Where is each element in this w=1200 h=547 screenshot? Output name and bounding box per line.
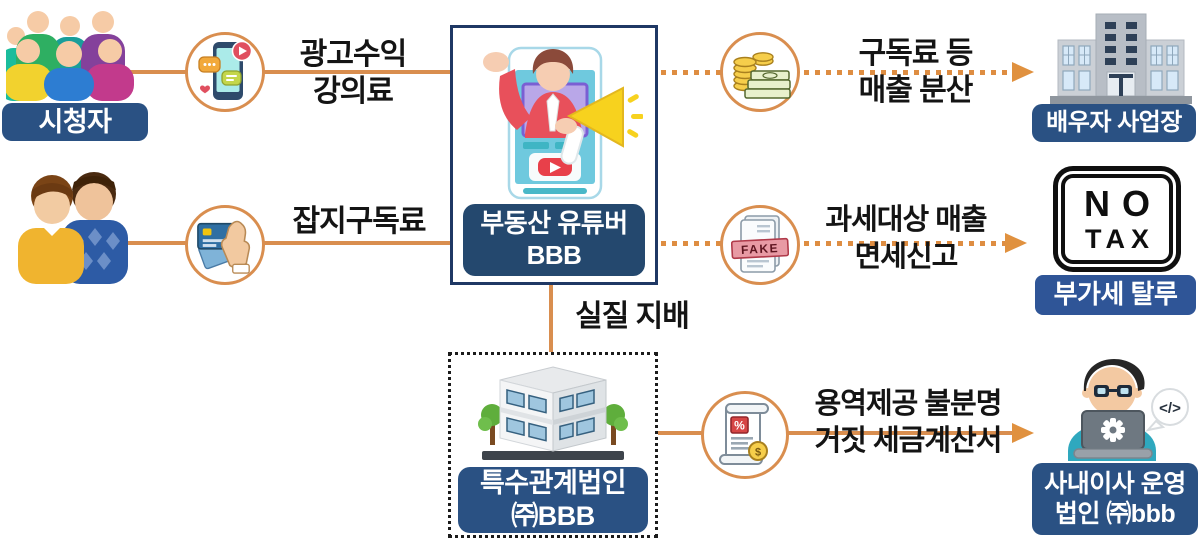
edge-caption-control: 실질 지배: [562, 298, 702, 335]
card-payment-icon: [197, 220, 251, 274]
credit-card-badge: [185, 205, 265, 285]
youtuber-label-line2: BBB: [526, 240, 582, 270]
fake-report-icon: FAKE: [731, 215, 789, 273]
office-building-icon: [1050, 13, 1192, 104]
exempt-report-line1: 과세대상 매출: [825, 204, 987, 236]
vat-evasion-node-label: 부가세 탈루: [1035, 275, 1196, 315]
related-corp-label-line1: 특수관계법인: [479, 468, 627, 499]
revenue-split-line1: 구독료 등: [858, 37, 974, 70]
director-corp-node-label: 사내이사 운영 법인 ㈜bbb: [1032, 463, 1198, 535]
magazine-line1: 잡지구독료: [292, 205, 427, 238]
arrowhead-to-spouse-business: [1012, 62, 1034, 82]
vat-evasion-label-text: 부가세 탈루: [1053, 279, 1178, 310]
exempt-report-line2: 면세신고: [854, 241, 959, 273]
edge-caption-revenue-split: 구독료 등 매출 분산: [818, 35, 1013, 109]
invoice-scroll-badge: % $: [701, 391, 789, 479]
no-tax-line1: NO: [1084, 182, 1162, 224]
smartphone-chat-icon: [198, 40, 253, 100]
money-badge: [720, 32, 800, 112]
tax-invoice-scroll-icon: % $: [719, 403, 769, 465]
revenue-split-line2: 매출 분산: [858, 74, 974, 107]
related-corp-label-line2: ㈜BBB: [511, 501, 595, 531]
phone-video-badge: [185, 32, 265, 112]
edge-caption-ad-revenue: 광고수익 강의료: [268, 36, 438, 110]
arrowhead-to-vat-evasion: [1005, 233, 1027, 253]
no-tax-line2: TAX: [1085, 223, 1155, 254]
spouse-business-label-text: 배우자 사업장: [1046, 109, 1182, 137]
dotted-line-youtuber-to-spouse: [661, 70, 1013, 75]
spouse-business-node-label: 배우자 사업장: [1032, 104, 1196, 142]
youtuber-node-label: 부동산 유튜버 BBB: [463, 204, 645, 276]
control-line1: 실질 지배: [575, 300, 690, 333]
line-corp-to-director-corp: [658, 431, 1014, 435]
youtuber-node-box: 부동산 유튜버 BBB: [450, 25, 658, 285]
line-youtuber-to-related-corp: [549, 285, 553, 353]
cash-coins-icon: [733, 52, 791, 99]
arrowhead-to-director-corp: [1012, 423, 1034, 443]
coder-at-laptop-icon: </>: [1068, 359, 1189, 461]
no-tax-stamp-icon: NO TAX: [1053, 166, 1181, 272]
dollar-text: $: [755, 447, 761, 459]
subscribers-duo-icon: [18, 172, 128, 284]
no-tax-inner-frame: NO TAX: [1061, 174, 1173, 264]
youtuber-label-line1: 부동산 유튜버: [480, 208, 628, 239]
line-viewers-to-youtuber: [126, 70, 452, 74]
edge-caption-magazine: 잡지구독료: [268, 203, 450, 240]
line-subscribers-to-youtuber: [128, 241, 452, 245]
ad-revenue-line2: 강의료: [313, 75, 394, 108]
false-invoice-line2: 거짓 세금계산서: [814, 425, 1003, 457]
dotted-line-youtuber-to-notax: [661, 241, 1006, 246]
corp-building-3d-icon: [478, 366, 628, 460]
director-corp-label-line1: 사내이사 운영: [1044, 469, 1186, 498]
edge-caption-false-invoice: 용역제공 불분명 거짓 세금계산서: [793, 386, 1023, 460]
percent-text: %: [734, 419, 745, 433]
fake-document-badge: FAKE: [720, 205, 800, 285]
youtuber-on-phone-icon: [483, 46, 643, 200]
ad-revenue-line1: 광고수익: [299, 38, 407, 71]
viewers-node-label: 시청자: [2, 103, 148, 141]
director-corp-label-line2: 법인 ㈜bbb: [1054, 500, 1176, 528]
edge-caption-exempt-report: 과세대상 매출 면세신고: [800, 202, 1012, 276]
false-invoice-line1: 용역제공 불분명: [814, 388, 1003, 420]
related-corp-node-box: 특수관계법인 ㈜BBB: [448, 352, 658, 538]
fake-stamp-text: FAKE: [741, 241, 780, 257]
code-bubble-text: </>: [1159, 400, 1181, 417]
related-corp-node-label: 특수관계법인 ㈜BBB: [458, 467, 648, 533]
viewers-crowd-icon: [6, 11, 134, 101]
viewers-label-text: 시청자: [38, 106, 112, 137]
